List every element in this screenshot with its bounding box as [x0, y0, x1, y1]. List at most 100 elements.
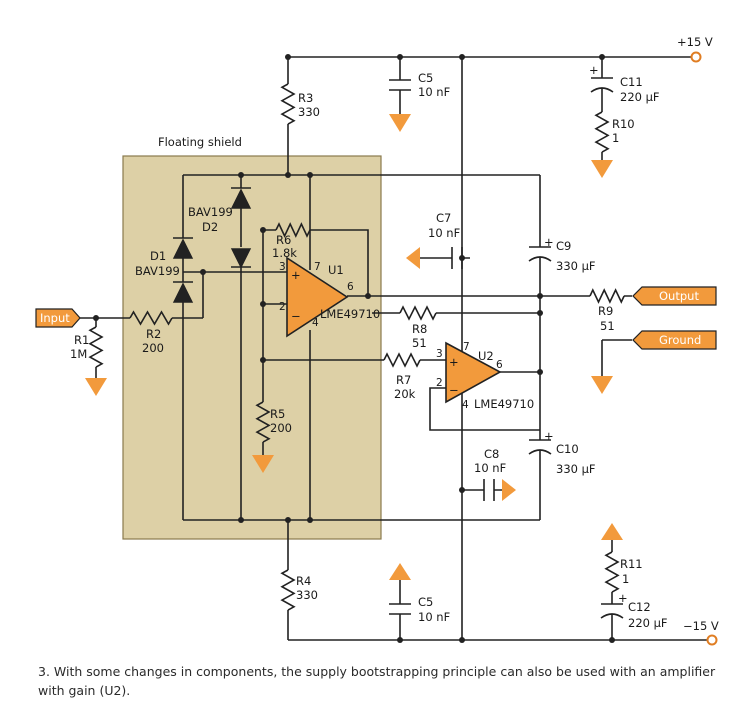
diode-d1-upper — [172, 238, 194, 259]
c12-ref: C12 — [628, 600, 651, 614]
r2-value: 200 — [142, 341, 164, 355]
shield-label: Floating shield — [158, 135, 242, 149]
terminal-positive — [690, 51, 702, 63]
diode-d2-lower — [230, 248, 252, 269]
c5-top-value: 10 nF — [418, 85, 450, 99]
resistor-r6 — [275, 222, 311, 238]
floating-shield — [122, 155, 382, 540]
ground-tag-label: Ground — [659, 333, 701, 347]
input-tag-label: Input — [40, 311, 70, 325]
d2-ref: D2 — [202, 220, 218, 234]
resistor-r10 — [594, 111, 610, 153]
c10-value: 330 µF — [556, 462, 596, 476]
resistor-r9 — [589, 288, 625, 304]
r1-ref: R1 — [74, 333, 89, 347]
u1-pin-out: 6 — [347, 281, 354, 293]
u2-pin-plus: 3 — [436, 348, 443, 360]
capacitor-c8 — [483, 479, 495, 501]
r7-ref: R7 — [396, 373, 411, 387]
c11-polarity: + — [589, 63, 599, 77]
capacitor-c7 — [451, 247, 463, 269]
u1-ref: U1 — [328, 263, 344, 277]
c5-top-ref: C5 — [418, 71, 433, 85]
r11-value: 1 — [622, 572, 629, 586]
c5-bottom-value: 10 nF — [418, 610, 450, 624]
u1-pin-plus: 3 — [279, 261, 286, 273]
r1-value: 1M — [70, 347, 87, 361]
diodes — [172, 187, 252, 303]
c12-value: 220 µF — [628, 616, 668, 630]
c12-polarity: + — [618, 591, 628, 605]
d1-ref: D1 — [150, 249, 166, 263]
r7-value: 20k — [394, 387, 416, 401]
ground-symbols — [85, 114, 623, 580]
capacitors — [389, 77, 624, 619]
supply-negative-label: −15 V — [683, 619, 719, 633]
c9-ref: C9 — [556, 239, 571, 253]
r10-ref: R10 — [612, 117, 635, 131]
opamp-u2 — [445, 341, 502, 404]
r10-value: 1 — [612, 131, 619, 145]
resistor-r2 — [129, 310, 173, 326]
r5-value: 200 — [270, 421, 292, 435]
c9-polarity: + — [544, 235, 554, 249]
resistor-r1 — [88, 326, 104, 368]
terminal-negative — [706, 634, 718, 646]
u1-sign-plus: + — [291, 268, 301, 282]
r3-value: 330 — [298, 105, 320, 119]
u2-part: LME49710 — [474, 397, 534, 411]
r8-ref: R8 — [412, 322, 427, 336]
r6-value: 1.8k — [272, 246, 297, 260]
r4-ref: R4 — [296, 574, 311, 588]
c11-ref: C11 — [620, 75, 643, 89]
r5-ref: R5 — [270, 407, 285, 421]
diode-d1-lower — [172, 282, 194, 303]
ground-tag — [632, 330, 717, 350]
r9-value: 51 — [600, 319, 615, 333]
r3-ref: R3 — [298, 91, 313, 105]
c8-value: 10 nF — [474, 461, 506, 475]
resistor-r8 — [399, 305, 437, 321]
resistor-r3 — [280, 83, 296, 125]
u2-pin-out: 6 — [496, 359, 503, 371]
u2-pin-vp: 7 — [463, 341, 470, 353]
u1-pin-vp: 7 — [314, 261, 321, 273]
c10-ref: C10 — [556, 442, 579, 456]
c5-bottom-ref: C5 — [418, 595, 433, 609]
capacitor-c5-top — [389, 79, 411, 91]
u2-pin-vn: 4 — [462, 399, 469, 411]
opamp-u1 — [286, 256, 349, 338]
supply-positive-label: +15 V — [677, 35, 713, 49]
resistor-r4 — [280, 569, 296, 611]
c10-polarity: + — [544, 429, 554, 443]
capacitor-c11 — [590, 77, 614, 93]
r8-value: 51 — [412, 336, 427, 350]
resistor-r11 — [604, 551, 620, 593]
u2-sign-plus: + — [449, 355, 459, 369]
c9-value: 330 µF — [556, 259, 596, 273]
output-tag-label: Output — [659, 289, 699, 303]
c8-ref: C8 — [484, 447, 499, 461]
u1-sign-minus: − — [291, 309, 301, 323]
u1-pin-vn: 4 — [312, 317, 319, 329]
d1-part: BAV199 — [135, 264, 180, 278]
u2-ref: U2 — [478, 349, 494, 363]
input-tag — [35, 308, 81, 328]
u2-sign-minus: − — [449, 383, 459, 397]
output-tag — [632, 286, 717, 306]
resistors — [88, 83, 625, 611]
capacitor-c10 — [528, 439, 552, 455]
labels: +15 V −15 V R3 330 C5 10 nF + C11 220 µF… — [70, 35, 719, 633]
junction-dots — [93, 54, 615, 643]
d2-part: BAV199 — [188, 205, 233, 219]
c7-value: 10 nF — [428, 226, 460, 240]
figure-caption: 3. With some changes in components, the … — [38, 664, 716, 698]
resistor-r7 — [383, 352, 421, 368]
c11-value: 220 µF — [620, 90, 660, 104]
r6-ref: R6 — [276, 233, 291, 247]
r11-ref: R11 — [620, 557, 643, 571]
diode-d2-upper — [230, 188, 252, 209]
capacitor-c9 — [528, 246, 552, 262]
r4-value: 330 — [296, 588, 318, 602]
